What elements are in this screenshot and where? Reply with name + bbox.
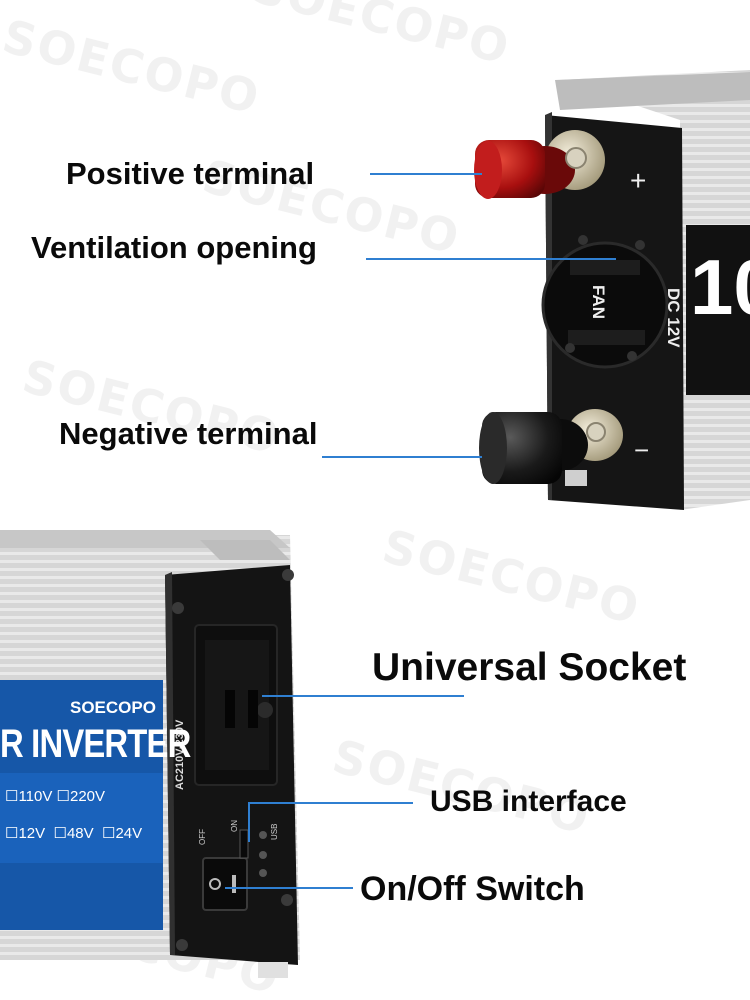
callout-line — [262, 695, 464, 697]
on-label: ON — [230, 820, 239, 832]
callout-negative-terminal: Negative terminal — [59, 416, 318, 451]
input-option: 48V — [66, 825, 94, 842]
checkbox-icon: ☐ — [56, 788, 70, 805]
callout-positive-terminal: Positive terminal — [66, 156, 315, 191]
product-title: R INVERTER — [0, 722, 191, 766]
callout-line — [248, 802, 250, 842]
checkbox-icon: ☐ — [5, 825, 19, 842]
fan-label: FAN — [589, 285, 608, 319]
callout-line — [248, 802, 413, 804]
output-option: 220V — [70, 788, 106, 805]
checkbox-icon: ☐ — [102, 825, 116, 842]
minus-sign: − — [634, 435, 650, 465]
checkbox-icon: ☐ — [53, 825, 67, 842]
callout-on-off-switch: On/Off Switch — [360, 870, 585, 908]
callout-usb-interface: USB interface — [430, 785, 627, 818]
wattage-label: 10 — [690, 243, 750, 331]
input-option: 24V — [115, 825, 143, 842]
callout-ventilation-opening: Ventilation opening — [31, 230, 317, 265]
off-label: OFF — [198, 829, 207, 845]
output-option: 110V — [18, 788, 53, 805]
dc-voltage-label: DC 12V — [664, 288, 683, 348]
product-brand: SOECOPO — [70, 698, 156, 717]
callout-line — [366, 258, 616, 260]
usb-label: USB — [270, 823, 279, 840]
callout-line — [370, 173, 482, 175]
input-options: ☐12V ☐48V ☐24V — [5, 824, 142, 842]
output-options: ☐110V ☐220V — [5, 787, 105, 805]
callout-line — [225, 887, 353, 889]
callout-universal-socket: Universal Socket — [372, 646, 687, 689]
plus-sign: + — [630, 165, 647, 196]
callout-line — [322, 456, 482, 458]
input-option: 12V — [18, 825, 46, 842]
checkbox-icon: ☐ — [5, 788, 19, 805]
